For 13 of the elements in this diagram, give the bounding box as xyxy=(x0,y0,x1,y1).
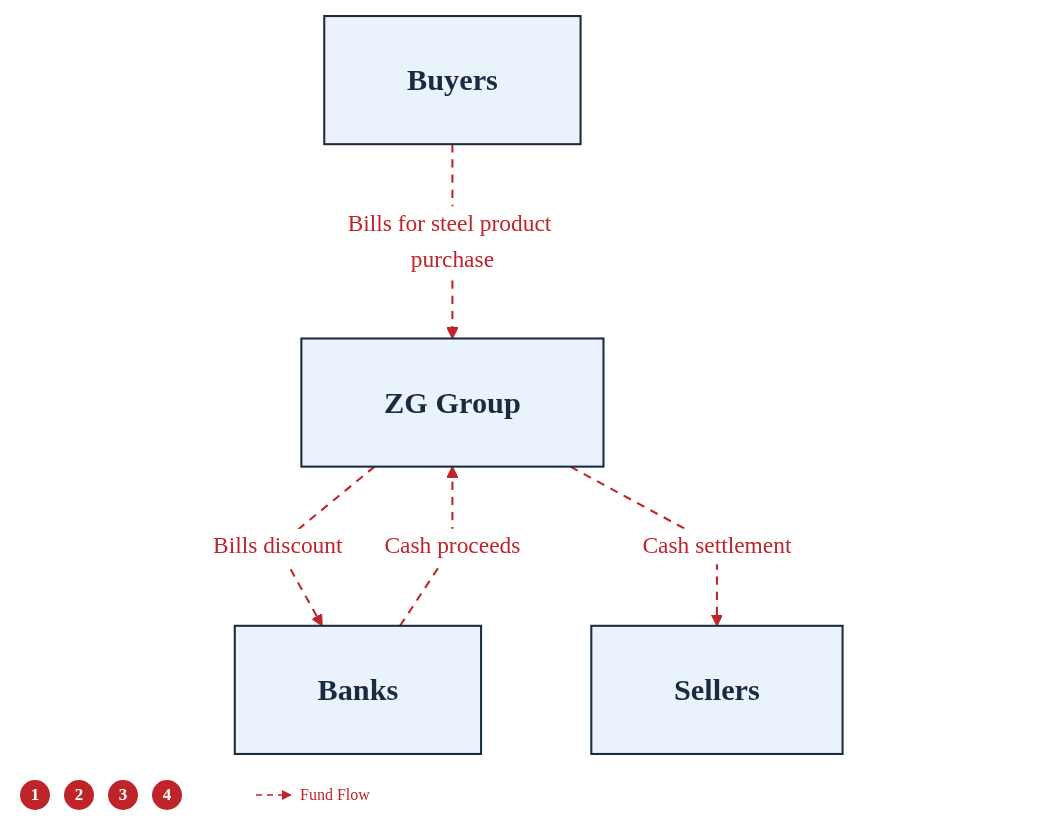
edge-label: Bills discount xyxy=(213,532,343,559)
callout-number: 1 xyxy=(20,780,50,810)
edge-label: Cash settlement xyxy=(642,532,792,559)
legend-label: Fund Flow xyxy=(300,786,370,804)
callout-number: 3 xyxy=(108,780,138,810)
node-box: ZG Group xyxy=(300,337,605,468)
node-box: Sellers xyxy=(590,624,844,755)
edge-label: Cash proceeds xyxy=(384,532,521,559)
callout-number: 2 xyxy=(64,780,94,810)
edge-label: Bills for steel product purchase xyxy=(347,210,552,272)
node-box: Banks xyxy=(233,624,483,755)
callout-number: 4 xyxy=(152,780,182,810)
node-box: Buyers xyxy=(323,15,582,146)
